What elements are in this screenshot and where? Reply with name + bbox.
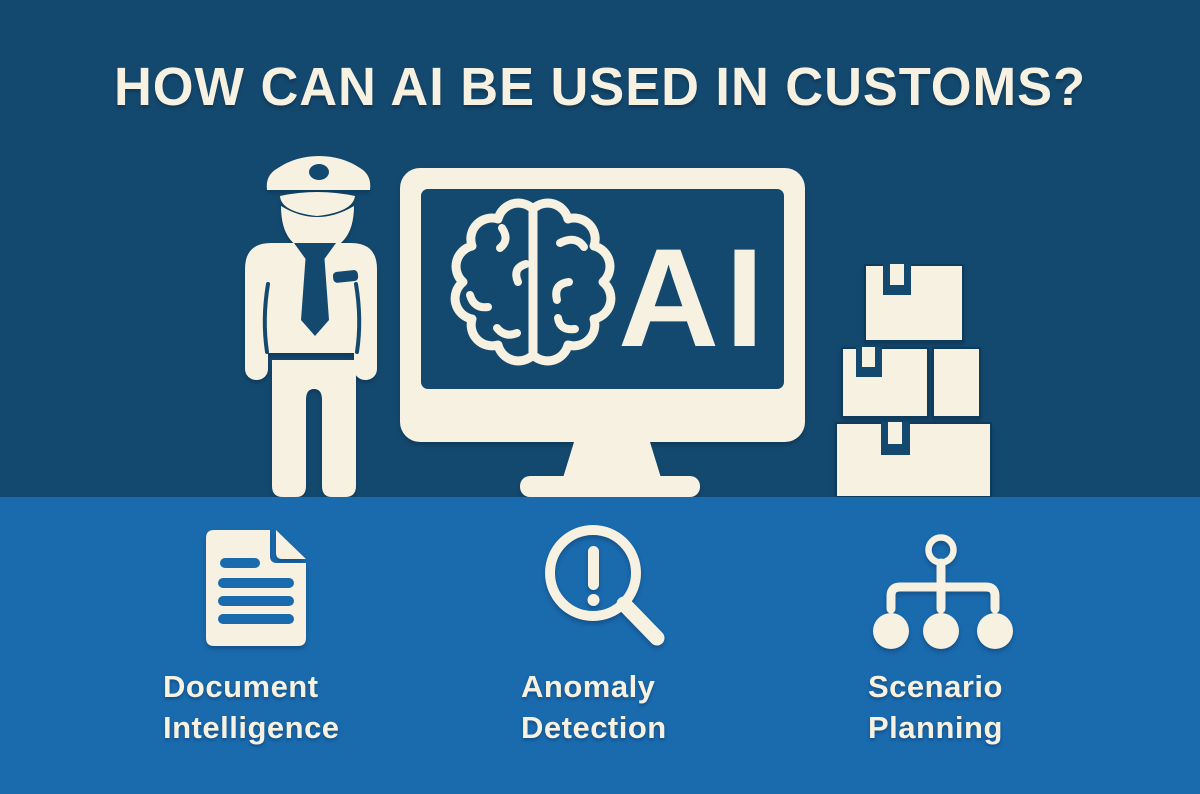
brain-icon [450, 198, 616, 366]
feature-label-line: Intelligence [163, 710, 340, 745]
cargo-box-tape-marks [856, 264, 911, 455]
feature-label-line: Anomaly [521, 669, 656, 704]
magnifier-alert-icon [545, 525, 665, 646]
document-icon [206, 530, 306, 646]
customs-officer-icon [245, 156, 377, 497]
feature-label-line: Scenario [868, 669, 1003, 704]
feature-label-line: Detection [521, 710, 667, 745]
feature-label-anomaly-detection: Anomaly Detection [521, 666, 667, 748]
feature-label-document-intelligence: Document Intelligence [163, 666, 340, 748]
computer-monitor-icon [400, 168, 805, 497]
main-illustration: AI [245, 156, 992, 497]
cargo-boxes-icon [835, 264, 992, 497]
page-title: HOW CAN AI BE USED IN CUSTOMS? [114, 57, 1086, 117]
feature-label-line: Planning [868, 710, 1003, 745]
hierarchy-icon [873, 534, 1013, 649]
ai-screen-label: AI [618, 219, 770, 376]
feature-label-line: Document [163, 669, 319, 704]
feature-label-scenario-planning: Scenario Planning [868, 666, 1003, 748]
